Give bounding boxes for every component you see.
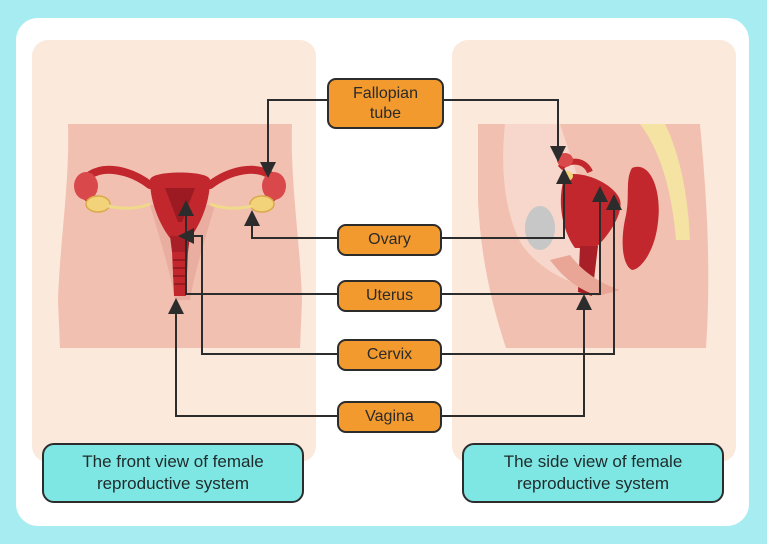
label-cervix: Cervix <box>337 339 442 371</box>
side-pubic-area <box>550 255 620 296</box>
arrow-fallopian-side <box>440 99 566 162</box>
front-fimbriae-left <box>74 172 98 200</box>
side-inner-cavity <box>503 124 600 290</box>
side-rectum <box>622 166 659 270</box>
front-ovary-right <box>249 195 275 213</box>
label-vagina: Vagina <box>337 401 442 433</box>
label-ovary: Ovary <box>337 224 442 256</box>
side-spine <box>640 124 690 240</box>
front-vagina <box>172 252 188 296</box>
arrow-cervix-front <box>178 228 338 355</box>
caption-front-view: The front view of female reproductive sy… <box>42 443 304 503</box>
side-ovary <box>561 171 573 181</box>
label-uterus: Uterus <box>337 280 442 312</box>
arrow-vagina-side <box>440 294 592 417</box>
connectors <box>168 99 622 417</box>
front-ligament-right <box>209 202 253 210</box>
side-fimbriae <box>557 153 573 167</box>
caption-side-view: The side view of female reproductive sys… <box>462 443 724 503</box>
front-view-illustration <box>58 124 302 348</box>
front-fimbriae-right <box>262 172 286 200</box>
front-ligament-left <box>107 202 151 210</box>
arrow-vagina-front <box>168 298 338 417</box>
arrow-uterus-side <box>440 186 608 295</box>
front-ovary-left <box>85 195 111 213</box>
arrow-cervix-side <box>440 194 622 355</box>
side-bladder <box>525 206 555 250</box>
label-fallopian-tube: Fallopian tube <box>327 78 444 129</box>
arrow-fallopian-front <box>260 99 328 178</box>
front-vagina-ridges <box>173 259 187 285</box>
arrow-ovary-front <box>244 210 338 239</box>
arrow-ovary-side <box>440 168 572 239</box>
side-view-illustration <box>478 124 709 348</box>
